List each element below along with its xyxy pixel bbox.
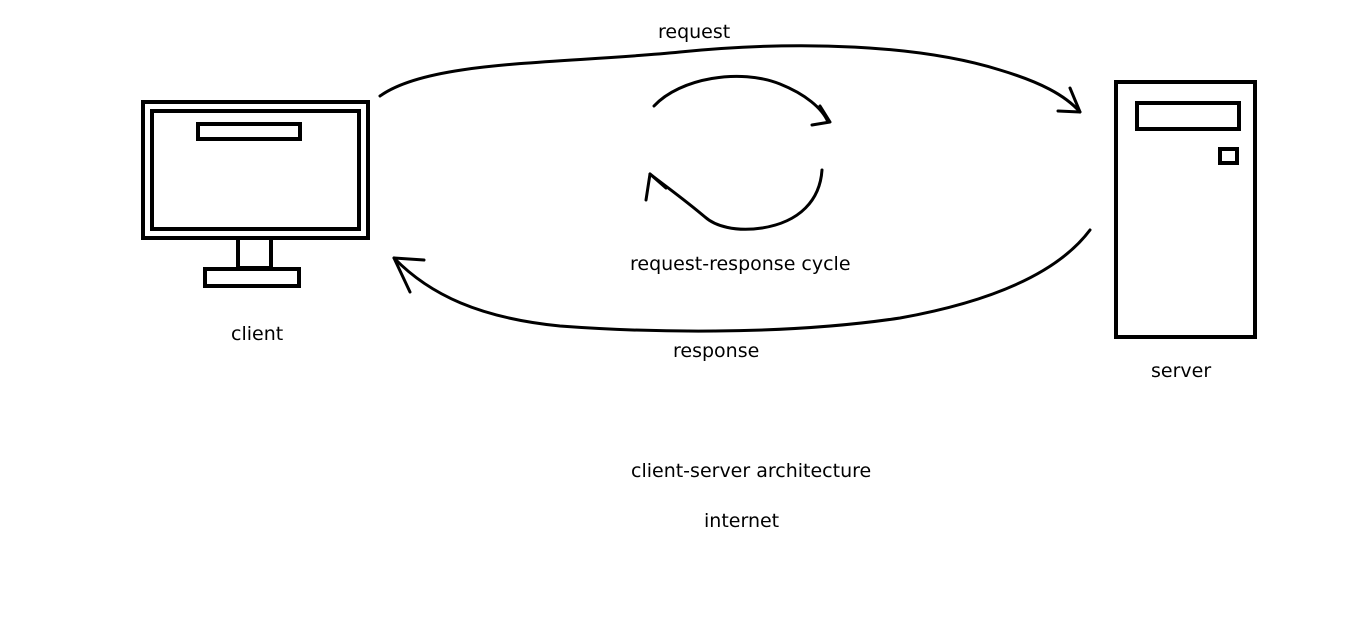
- request-arrowhead: [1056, 86, 1082, 114]
- computer-monitor-icon: [141, 100, 370, 288]
- cycle-top-arrow: [652, 74, 832, 127]
- cycle-bottom-arrow: [644, 168, 824, 231]
- server-drive-bay: [1135, 101, 1241, 131]
- server-tower-icon: [1114, 80, 1257, 339]
- request-label: request: [658, 21, 731, 43]
- cycle-bottom-arrowhead: [644, 172, 668, 202]
- request-response-cycle-label: request-response cycle: [630, 253, 851, 275]
- architecture-label: client-server architecture: [631, 460, 872, 482]
- internet-label: internet: [704, 510, 780, 532]
- request-arrow: [378, 44, 1082, 114]
- client-label: client: [231, 323, 284, 345]
- monitor-window-bar: [196, 122, 302, 141]
- response-arrowhead: [392, 256, 426, 294]
- response-arrow: [392, 228, 1092, 333]
- server-label: server: [1151, 360, 1212, 382]
- response-label: response: [673, 340, 760, 362]
- monitor-screen: [150, 109, 361, 231]
- server-power-button: [1218, 147, 1239, 165]
- cycle-top-arrowhead: [810, 104, 832, 127]
- server-case: [1114, 80, 1257, 339]
- monitor-base: [203, 267, 301, 288]
- monitor-neck: [236, 236, 273, 270]
